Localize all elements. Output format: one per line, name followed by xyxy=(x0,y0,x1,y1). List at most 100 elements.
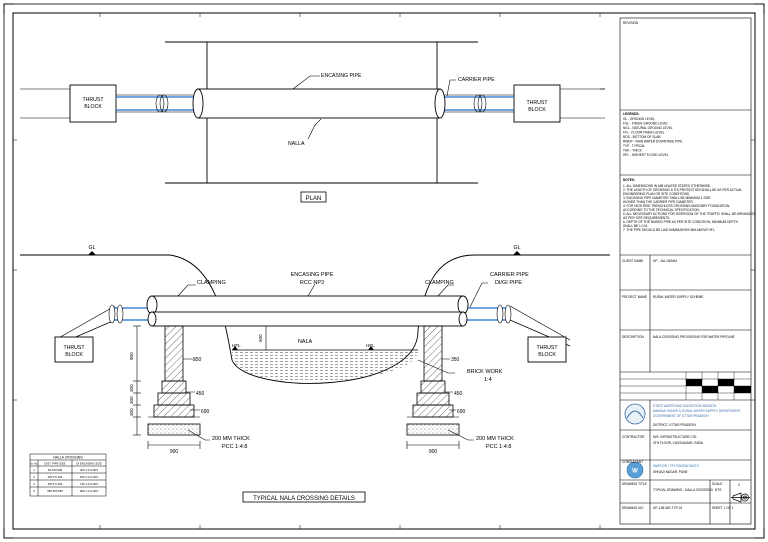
section-thrust-right-line1: THRUST xyxy=(536,345,558,351)
section-thrust-block-right xyxy=(527,336,567,363)
plan-nalla-label: NALLA xyxy=(288,141,305,147)
svg-text:W: W xyxy=(632,469,638,475)
plan-thrust-left-line2: BLOCK xyxy=(84,104,102,110)
rev-number: 0 xyxy=(738,483,740,487)
consultant-address: SHIVAJI NAGAR, PUNE xyxy=(653,470,688,474)
owner-line3: GOVERNMENT OF UTTAR PRADESH xyxy=(653,414,709,418)
title-block xyxy=(619,17,752,525)
pcc-right-label-1: 200 MM THICK xyxy=(476,436,514,442)
contractor-address: 4TH FLOOR, VIJAYNAGAR, INDIA xyxy=(653,441,704,445)
table-cell: 2 xyxy=(33,475,35,479)
client-name-label: CLIENT NAME xyxy=(622,259,643,263)
legend-item: FGL - FINISH GROUND LEVEL xyxy=(623,122,668,126)
nala-label: NALA xyxy=(298,339,313,345)
pcc-left-label-2: PCC 1:4:8 xyxy=(222,444,247,450)
scale-value: NTS xyxy=(715,488,721,492)
nala-water xyxy=(232,350,419,382)
section-title: TYPICAL NALA CROSSING DETAILS xyxy=(253,496,355,502)
table-header-cell: Sr. No xyxy=(30,462,38,466)
legend-list: GL - GROUND LEVEL FGL - FINISH GROUND LE… xyxy=(623,117,682,157)
drawing-no: UP-JJM-WS-TYP-01 xyxy=(653,506,683,510)
note-line: ENGINEERING PLAN OR SITE CONDITIONS. xyxy=(623,192,690,196)
section-thrust-right-line2: BLOCK xyxy=(538,352,556,358)
table-cell: 900 1:2:4 NP3 xyxy=(80,489,98,493)
dim-900-right: 900 xyxy=(429,449,438,455)
dim-450-right: 450 xyxy=(454,391,463,397)
project-name: RURAL WATER SUPPLY SCHEME xyxy=(653,295,703,299)
revision-grid-fill xyxy=(686,379,751,393)
note-line: 6. DEPTH OF THE BURIED PIPE AS PER SITE … xyxy=(623,220,739,224)
owner-name: STATE WATER AND SANITATION MISSION xyxy=(653,404,717,408)
table-cell: 500 1:2:4 NP3 xyxy=(80,475,98,479)
plan-view xyxy=(20,41,605,184)
sheet-corner-marks xyxy=(3,3,765,539)
table-cell: 1 xyxy=(33,468,35,472)
section-encasing-pipe-label-1: ENCASING PIPE xyxy=(291,272,334,278)
section-title-box xyxy=(242,491,366,503)
section-carrier-pipe-label-2: DI/GI PIPE xyxy=(495,280,522,286)
note-line: 1. ALL DIMENSIONS IN MM UNLESS STATED OT… xyxy=(623,184,711,188)
gl-right-label: GL xyxy=(514,245,521,251)
plan-encasing-pipe-label: ENCASING PIPE xyxy=(321,73,362,79)
nala-table-rows: 1 90-150 MM 300 1:2:4 NP3 2 200 TO 300 5… xyxy=(33,468,98,493)
legend-item: NGL - NATURAL GROUND LEVEL xyxy=(623,126,673,130)
pcc-left xyxy=(147,423,201,436)
client-name: UP - JAL NIGAM xyxy=(653,259,677,263)
dim-300-a: 300 xyxy=(129,384,134,392)
gl-marker-right xyxy=(513,251,521,255)
nala-crossing-table xyxy=(29,453,107,497)
contractor-label: CONTRACTOR xyxy=(622,435,645,439)
dim-350-left: 350 xyxy=(193,357,202,363)
inner-border xyxy=(12,12,756,530)
pier-left xyxy=(147,325,201,436)
legend-item: FFL - FLOOR FINISH LEVEL xyxy=(623,131,665,135)
revision-label: REVISION xyxy=(623,21,639,25)
section-thrust-left-line1: THRUST xyxy=(63,345,85,351)
brick-work-label-1: BRICK WORK xyxy=(467,369,503,375)
plan-thrust-left-line1: THRUST xyxy=(82,97,104,103)
legend-item: HFL - HIGHEST FLOOD LEVEL xyxy=(623,153,669,157)
table-cell: 350 TO 450 xyxy=(48,482,63,486)
notes-list: 1. ALL DIMENSIONS IN MM UNLESS STATED OT… xyxy=(623,184,756,232)
hfl-right-label: HFL xyxy=(366,343,375,348)
legend-item: GL - GROUND LEVEL xyxy=(623,117,655,121)
table-cell: 3 xyxy=(33,482,35,486)
dim-690-left: 690 xyxy=(201,409,210,415)
district: DISTRICT: UTTAR PRADESH xyxy=(653,423,696,427)
table-header-cell: DI ENCASING SIZE xyxy=(76,462,101,466)
note-line: AS PER SITE REQUIREMENTS. xyxy=(623,216,670,220)
table-cell: 4 xyxy=(33,489,35,493)
section-carrier-pipe-label-1: CARRIER PIPE xyxy=(490,272,529,278)
table-cell: 200 TO 300 xyxy=(48,475,63,479)
grid-ticks xyxy=(13,13,755,529)
note-line: 7. THE PIPE SHOULD BE LAID MINIMUM 900 M… xyxy=(623,228,716,232)
drawing-title-label: DRAWING TITLE xyxy=(622,482,647,486)
legend-item: RWDP - RAIN WATER DOWNTAKE PIPE xyxy=(623,140,682,144)
section-encasing-pipe xyxy=(146,295,469,327)
plan-thrust-right-line1: THRUST xyxy=(526,100,548,106)
note-line: 4. FOR HIGH RISE TRENCHLESS CROSSING MAS… xyxy=(623,204,730,208)
note-line: SHALL BE 1.0 M. xyxy=(623,224,648,228)
note-line: HIGHER THAN THE CARRIER PIPE DIAMETER. xyxy=(623,200,694,204)
note-line: 5. ALL NECESSARY ACTIONS FOR DIVERSION O… xyxy=(623,212,756,216)
table-cell: 700 1:2:4 NP3 xyxy=(80,482,98,486)
note-line: ACCORDING TO THE TECHNICAL SPECIFICATION… xyxy=(623,208,700,212)
drawing-no-label: DRAWING NO. xyxy=(622,506,644,510)
table-cell: 450-600 MM xyxy=(47,489,63,493)
legend-item: THK - THICK xyxy=(623,149,643,153)
pcc-right-label-2: PCC 1:4:8 xyxy=(486,444,511,450)
dim-900-vertical: 900 xyxy=(129,352,134,360)
plan-carrier-pipe-label: CARRIER PIPE xyxy=(458,77,495,83)
dim-350-right: 350 xyxy=(451,357,460,363)
scale-label: SCALE xyxy=(712,482,722,486)
owner-logo xyxy=(624,403,646,425)
consultant-label: CONSULTANT xyxy=(622,460,643,464)
pier-right xyxy=(406,325,460,436)
legend-item: TYP - TYPICAL xyxy=(623,144,645,148)
dim-900-left: 900 xyxy=(170,449,179,455)
plan-thrust-block-right xyxy=(513,84,561,123)
dim-300-c: 300 xyxy=(129,408,134,416)
pcc-right xyxy=(406,423,460,436)
plan-title-box xyxy=(300,191,327,203)
table-cell: 90-150 MM xyxy=(48,468,63,472)
